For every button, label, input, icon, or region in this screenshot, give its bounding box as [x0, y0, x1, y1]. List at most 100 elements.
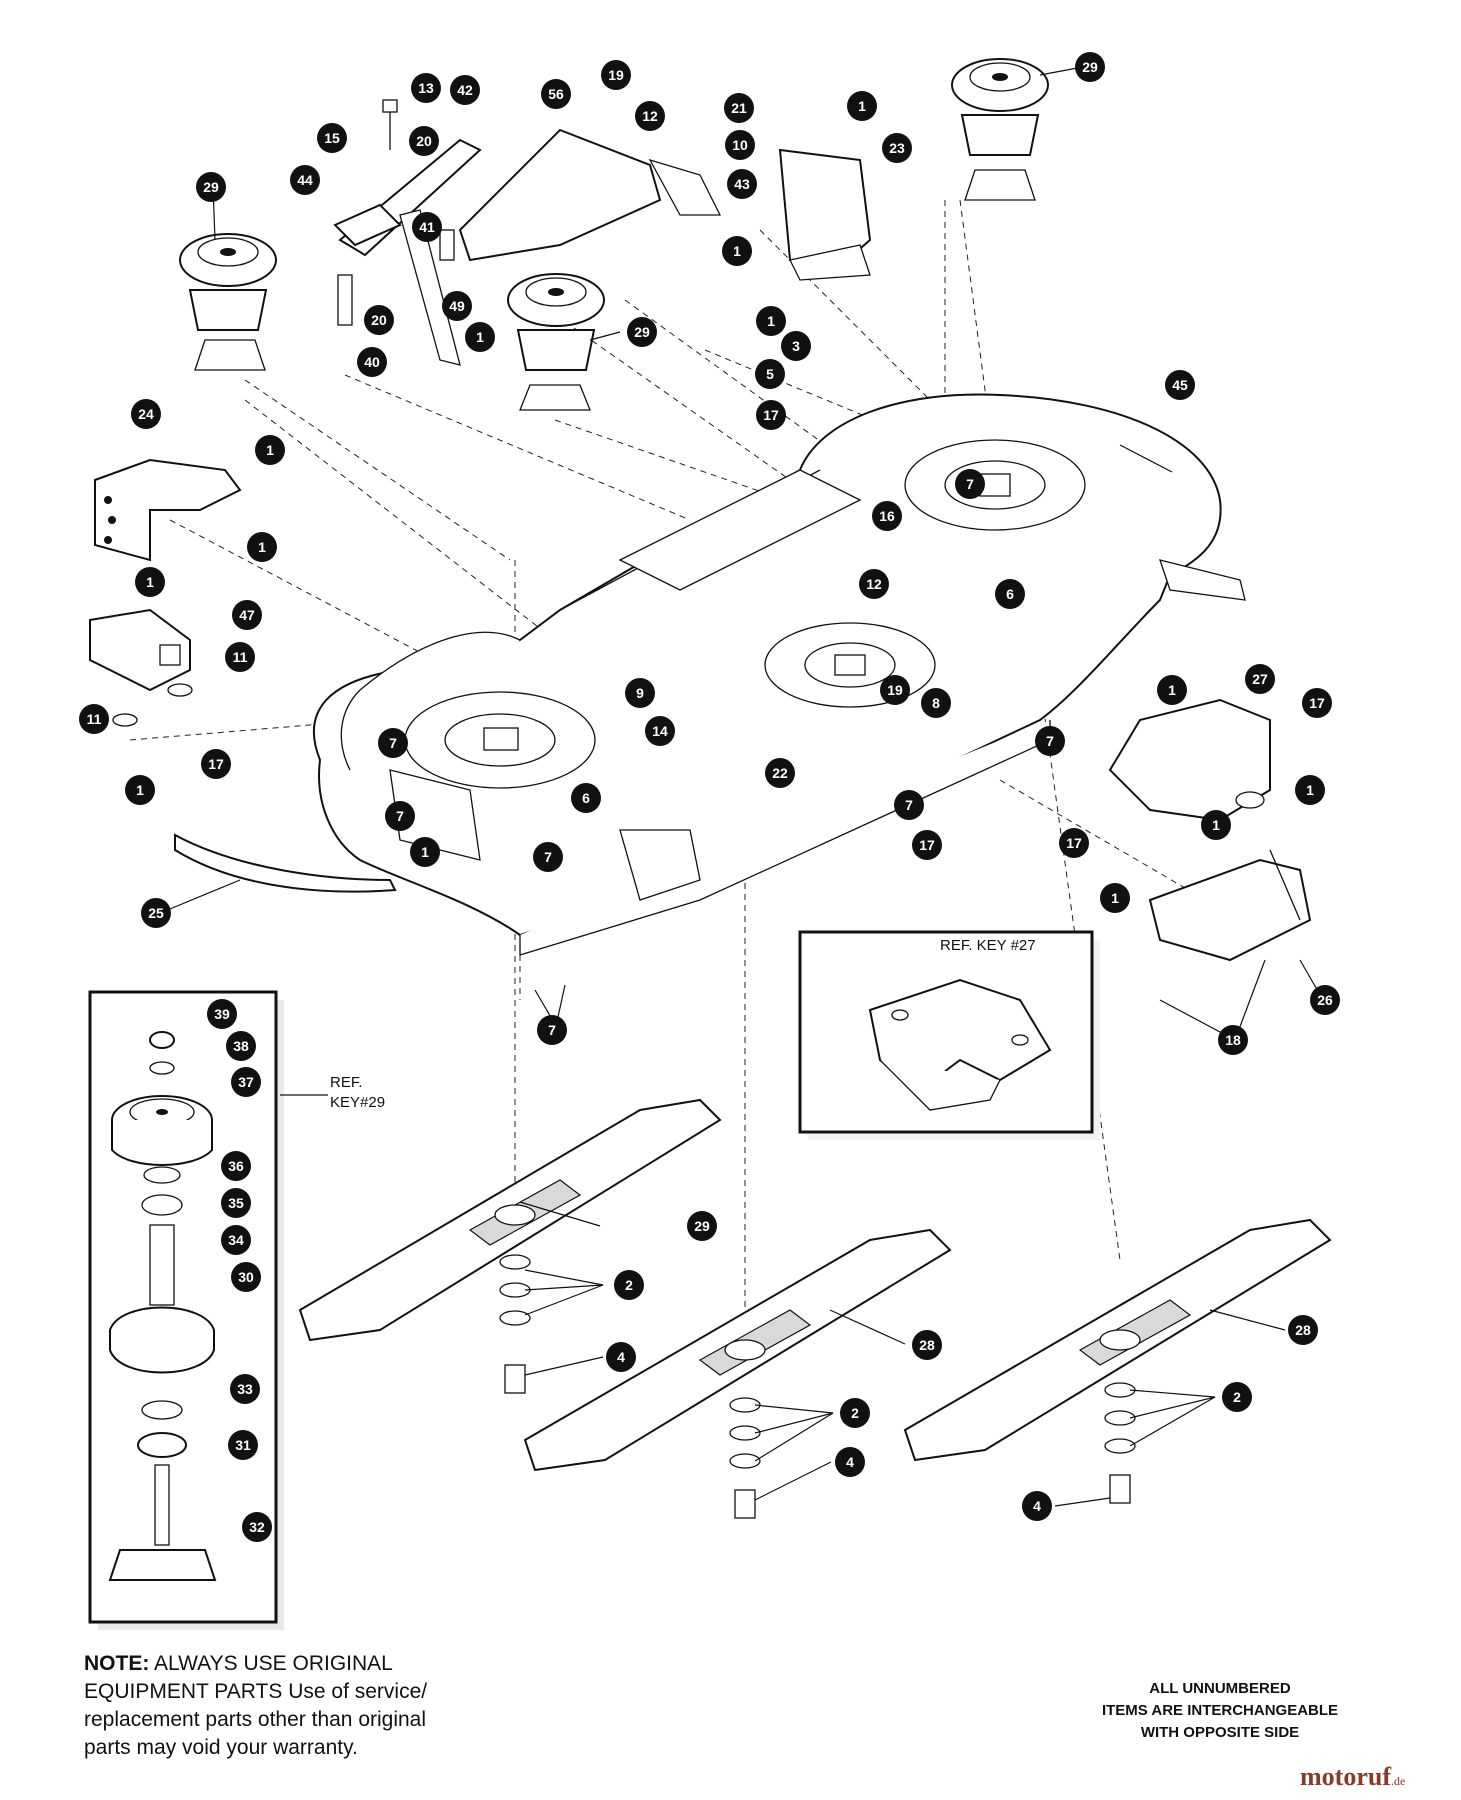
callout-number: 49 — [449, 298, 465, 314]
callout-bubble — [1022, 1491, 1052, 1521]
callout-7: 7 — [385, 801, 415, 831]
callout-28: 28 — [912, 1330, 942, 1360]
left-side-brackets — [89, 458, 242, 727]
callout-bubble — [196, 172, 226, 202]
callout-bubble — [1157, 675, 1187, 705]
callout-bubble — [880, 675, 910, 705]
callout-number: 28 — [1295, 1322, 1311, 1338]
callout-23: 23 — [882, 133, 912, 163]
callout-2: 2 — [614, 1270, 644, 1300]
callout-5: 5 — [755, 359, 785, 389]
unnumbered-line3: WITH OPPOSITE SIDE — [1140, 1724, 1300, 1741]
callout-number: 5 — [766, 366, 774, 382]
callout-number: 7 — [1046, 733, 1054, 749]
callout-number: 15 — [324, 130, 340, 146]
callout-25: 25 — [141, 898, 171, 928]
callout-45: 45 — [1165, 370, 1195, 400]
callout-7: 7 — [955, 469, 985, 499]
callout-number: 1 — [1168, 682, 1176, 698]
callout-1: 1 — [722, 236, 752, 266]
callout-10: 10 — [725, 130, 755, 160]
callout-bubble — [1302, 688, 1332, 718]
callout-22: 22 — [765, 758, 795, 788]
callout-bubble — [1218, 1025, 1248, 1055]
callout-bubble — [131, 399, 161, 429]
callout-4: 4 — [606, 1342, 636, 1372]
callout-bubble — [125, 775, 155, 805]
callout-bubble — [231, 1067, 261, 1097]
callout-bubble — [290, 165, 320, 195]
belt-guide-bracket — [778, 148, 872, 281]
callout-1: 1 — [847, 91, 877, 121]
callout-bubble — [1075, 52, 1105, 82]
idler-arm-assembly — [333, 99, 722, 366]
callout-bubble — [847, 91, 877, 121]
callout-28: 28 — [1288, 1315, 1318, 1345]
callout-number: 27 — [1252, 671, 1268, 687]
callout-1: 1 — [756, 306, 786, 336]
callout-bubble — [1310, 985, 1340, 1015]
note-prefix: NOTE: — [84, 1652, 150, 1675]
callout-number: 7 — [548, 1022, 556, 1038]
callout-number: 1 — [1212, 817, 1220, 833]
callout-number: 12 — [866, 576, 882, 592]
callout-bubble — [995, 579, 1025, 609]
callout-bubble — [859, 569, 889, 599]
callout-17: 17 — [201, 749, 231, 779]
callout-bubble — [724, 93, 754, 123]
callout-bubble — [79, 704, 109, 734]
callout-number: 56 — [548, 86, 564, 102]
callout-bubble — [378, 728, 408, 758]
callout-1: 1 — [1295, 775, 1325, 805]
callout-bubble — [409, 126, 439, 156]
hitch-detail-inset: REF. KEY #27 — [798, 930, 1100, 1140]
callout-bubble — [625, 678, 655, 708]
callout-38: 38 — [226, 1031, 256, 1061]
callout-number: 26 — [1317, 992, 1333, 1008]
callout-7: 7 — [537, 1015, 567, 1045]
callout-number: 2 — [1233, 1389, 1241, 1405]
callout-11: 11 — [79, 704, 109, 734]
callout-bubble — [135, 567, 165, 597]
callout-number: 1 — [858, 98, 866, 114]
callout-number: 19 — [608, 67, 624, 83]
callout-number: 1 — [421, 844, 429, 860]
callout-bubble — [357, 347, 387, 377]
pulley-ref-line2: KEY#29 — [330, 1094, 385, 1111]
callout-1: 1 — [1201, 810, 1231, 840]
callout-bubble — [894, 790, 924, 820]
callout-bubble — [201, 749, 231, 779]
callout-bubble — [255, 435, 285, 465]
callout-19: 19 — [601, 60, 631, 90]
callout-number: 4 — [846, 1454, 854, 1470]
watermark-suffix: .de — [1390, 1774, 1406, 1788]
callout-number: 6 — [582, 790, 590, 806]
callout-number: 23 — [889, 140, 905, 156]
callout-number: 45 — [1172, 377, 1188, 393]
callout-bubble — [247, 532, 277, 562]
callout-number: 29 — [634, 324, 650, 340]
callout-49: 49 — [442, 291, 472, 321]
callout-6: 6 — [995, 579, 1025, 609]
callout-bubble — [225, 642, 255, 672]
callout-56: 56 — [541, 79, 571, 109]
callout-32: 32 — [242, 1512, 272, 1542]
callout-number: 39 — [214, 1006, 230, 1022]
callout-number: 42 — [457, 82, 473, 98]
callout-bubble — [1100, 883, 1130, 913]
callout-17: 17 — [1302, 688, 1332, 718]
callout-7: 7 — [894, 790, 924, 820]
callout-number: 7 — [396, 808, 404, 824]
callout-1: 1 — [135, 567, 165, 597]
callout-bubble — [725, 130, 755, 160]
callout-number: 29 — [1082, 59, 1098, 75]
callout-20: 20 — [409, 126, 439, 156]
callout-bubble — [1222, 1382, 1252, 1412]
callout-bubble — [1288, 1315, 1318, 1345]
callout-number: 4 — [1033, 1498, 1041, 1514]
unnumbered-items-note: ALL UNNUMBERED ITEMS ARE INTERCHANGEABLE… — [1040, 1678, 1400, 1744]
callout-bubble — [228, 1430, 258, 1460]
callout-number: 2 — [851, 1405, 859, 1421]
callout-37: 37 — [231, 1067, 261, 1097]
callout-17: 17 — [756, 400, 786, 430]
